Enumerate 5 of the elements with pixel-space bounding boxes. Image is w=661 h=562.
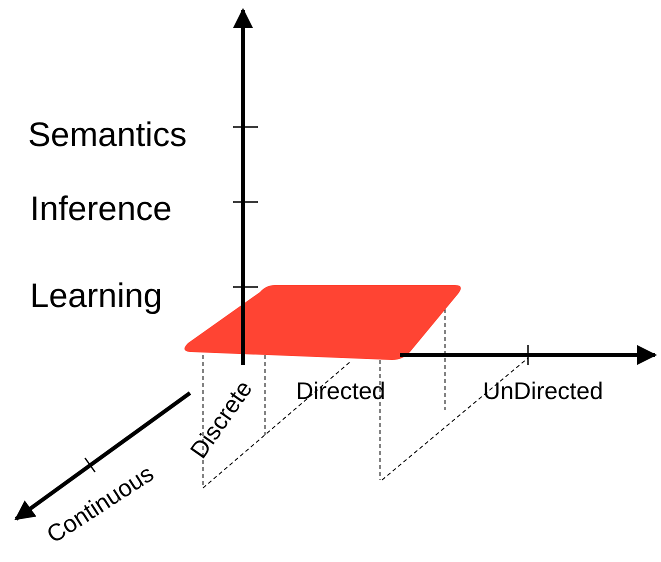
axis-label: Learning [30,279,162,313]
axis-label: UnDirected [483,380,604,404]
axis-label: Inference [30,192,172,226]
axis-label: Semantics [28,118,187,152]
axis-label: Directed [296,380,386,404]
